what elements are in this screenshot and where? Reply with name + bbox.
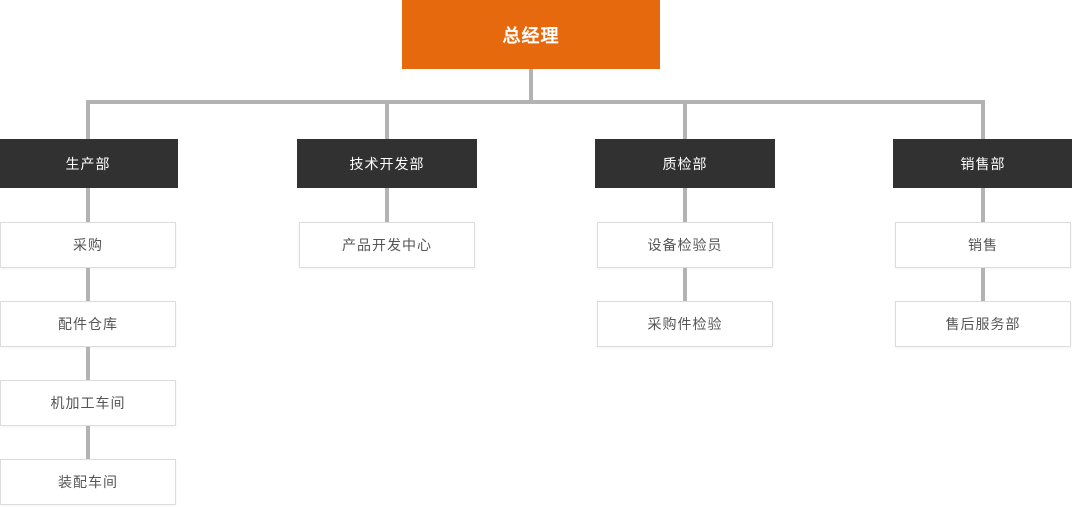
connector-col1-stub-1 (385, 188, 389, 222)
child-node-assembly-workshop: 装配车间 (0, 459, 176, 505)
child-node-parts-warehouse: 配件仓库 (0, 301, 176, 347)
connector-col0-stub-1 (86, 188, 90, 222)
org-node-general-manager: 总经理 (402, 0, 660, 69)
connector-col0-stub-4 (86, 426, 90, 459)
child-node-purchased-parts-inspection: 采购件检验 (597, 301, 773, 347)
child-node-equipment-inspector: 设备检验员 (597, 222, 773, 268)
dept-node-tech-development: 技术开发部 (297, 139, 477, 188)
connector-drop-tech (385, 104, 389, 139)
child-node-purchasing: 采购 (0, 222, 176, 268)
connector-drop-sales (981, 104, 985, 139)
dept-node-sales: 销售部 (893, 139, 1072, 188)
connector-drop-qa (683, 104, 687, 139)
child-node-after-sales-service: 售后服务部 (895, 301, 1071, 347)
child-node-product-dev-center: 产品开发中心 (299, 222, 475, 268)
connector-col3-stub-1 (981, 188, 985, 222)
connector-col0-stub-3 (86, 347, 90, 380)
dept-node-production: 生产部 (0, 139, 178, 188)
connector-drop-production (86, 104, 90, 139)
child-node-machining-workshop: 机加工车间 (0, 380, 176, 426)
child-node-sales: 销售 (895, 222, 1071, 268)
connector-col2-stub-2 (683, 268, 687, 301)
connector-col0-stub-2 (86, 268, 90, 301)
connector-root-vertical (529, 69, 533, 104)
dept-node-quality-inspection: 质检部 (595, 139, 775, 188)
connector-col3-stub-2 (981, 268, 985, 301)
connector-col2-stub-1 (683, 188, 687, 222)
connector-horizontal-bar (86, 100, 985, 104)
